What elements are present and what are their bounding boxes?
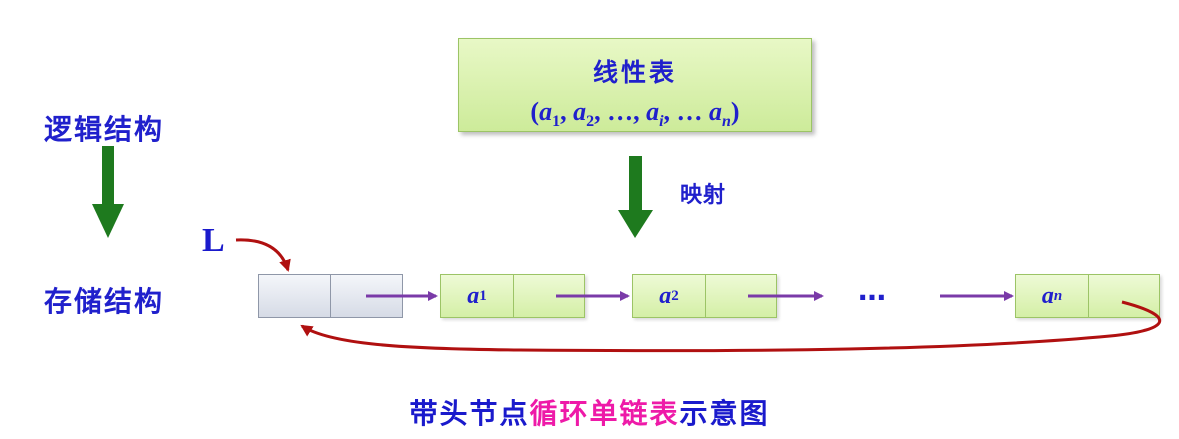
seq-elem-i-base: a (646, 97, 660, 126)
linear-list-sequence: (a1, a2, …, ai, … an) (459, 97, 811, 131)
node-an-base: a (1041, 282, 1054, 309)
linear-list-box: 线性表 (a1, a2, …, ai, … an) (458, 38, 812, 132)
logical-to-storage-arrow (92, 146, 124, 238)
caption-part-1: 带头节点 (409, 397, 530, 430)
head-pointer-arrow (235, 238, 291, 272)
seq-sep-2: , …, (594, 97, 647, 126)
node-a1-base: a (467, 282, 480, 309)
seq-elem-n-sub: n (722, 113, 731, 131)
caption-part-2: 循环单链表 (529, 397, 680, 430)
node-a1-sub: 1 (479, 287, 487, 304)
node-an-sub: n (1053, 287, 1063, 304)
seq-elem-1-base: a (539, 97, 553, 126)
node-a2-sub: 2 (671, 287, 679, 304)
seq-elem-i-sub: i (659, 113, 664, 131)
mapping-label: 映射 (680, 183, 727, 208)
seq-elem-2-base: a (573, 97, 587, 126)
seq-open: ( (530, 97, 540, 126)
mapping-down-arrow (618, 156, 653, 238)
logical-structure-label: 逻辑结构 (44, 113, 165, 146)
head-node (258, 274, 403, 318)
caption-part-3: 示意图 (679, 397, 770, 430)
node-next-a2 (706, 275, 776, 317)
seq-sep-3: , … (663, 97, 710, 126)
node-next-a1 (514, 275, 584, 317)
seq-close: ) (730, 97, 740, 126)
seq-elem-n-base: a (709, 97, 723, 126)
head-pointer-label: L (202, 222, 225, 259)
seq-elem-1-sub: 1 (552, 113, 561, 131)
diagram-caption: 带头节点循环单链表示意图 (0, 392, 1179, 432)
head-node-next-cell (331, 275, 402, 317)
node-next-an (1089, 275, 1159, 317)
storage-structure-label: 存储结构 (44, 285, 165, 318)
seq-sep-1: , (560, 97, 574, 126)
linear-list-title: 线性表 (592, 58, 677, 87)
nodes-ellipsis: … (858, 274, 886, 307)
node-a2-base: a (659, 282, 672, 309)
head-node-data-cell (259, 275, 331, 317)
seq-elem-2-sub: 2 (586, 113, 595, 131)
